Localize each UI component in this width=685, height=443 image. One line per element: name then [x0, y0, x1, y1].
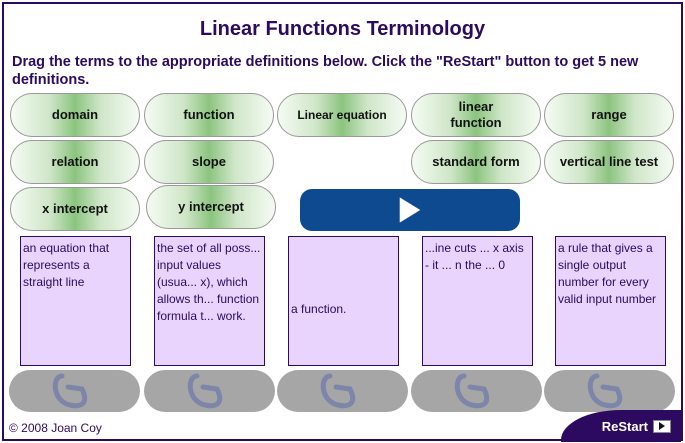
term-tile[interactable]: relation	[10, 140, 140, 184]
term-tile[interactable]: range	[544, 93, 674, 137]
page-title: Linear Functions Terminology	[199, 18, 486, 40]
term-tile[interactable]: function	[144, 93, 274, 137]
instructions: Drag the terms to the appropriate defini…	[12, 54, 639, 88]
term-tile[interactable]: Linear equation	[277, 93, 407, 137]
definition-box[interactable]: a function.	[288, 236, 399, 366]
drop-slot[interactable]	[144, 370, 275, 412]
hook-icon	[187, 373, 222, 409]
term-tile[interactable]: linear function	[411, 93, 541, 137]
term-tile[interactable]: standard form	[411, 140, 541, 184]
definition-box[interactable]: the set of all poss... input values (usu…	[154, 236, 265, 366]
drop-slot[interactable]	[9, 370, 140, 412]
drop-slot[interactable]	[411, 370, 542, 412]
term-tile[interactable]: y intercept	[146, 185, 276, 229]
definition-box[interactable]: a rule that gives a single output number…	[555, 236, 666, 366]
copyright: © 2008 Joan Coy	[9, 421, 102, 435]
definition-box[interactable]: an equation that represents a straight l…	[20, 236, 131, 366]
drop-slot[interactable]	[277, 370, 408, 412]
restart-button[interactable]: ReStart	[561, 410, 681, 442]
term-tile[interactable]: slope	[144, 140, 274, 184]
hook-icon	[587, 373, 622, 409]
hook-icon	[320, 373, 355, 409]
hook-icon	[52, 373, 87, 409]
definition-box[interactable]: ...ine cuts ... x axis - it ... n the ..…	[422, 236, 533, 366]
play-icon	[399, 197, 421, 223]
video-play-button[interactable]	[300, 189, 520, 231]
term-tile[interactable]: vertical line test	[544, 140, 674, 184]
restart-label: ReStart	[601, 418, 648, 434]
term-tile[interactable]: x intercept	[10, 187, 140, 231]
term-tile[interactable]: domain	[10, 93, 140, 137]
play-small-icon	[653, 419, 671, 433]
hook-icon	[454, 373, 489, 409]
drop-slot[interactable]	[544, 370, 675, 412]
